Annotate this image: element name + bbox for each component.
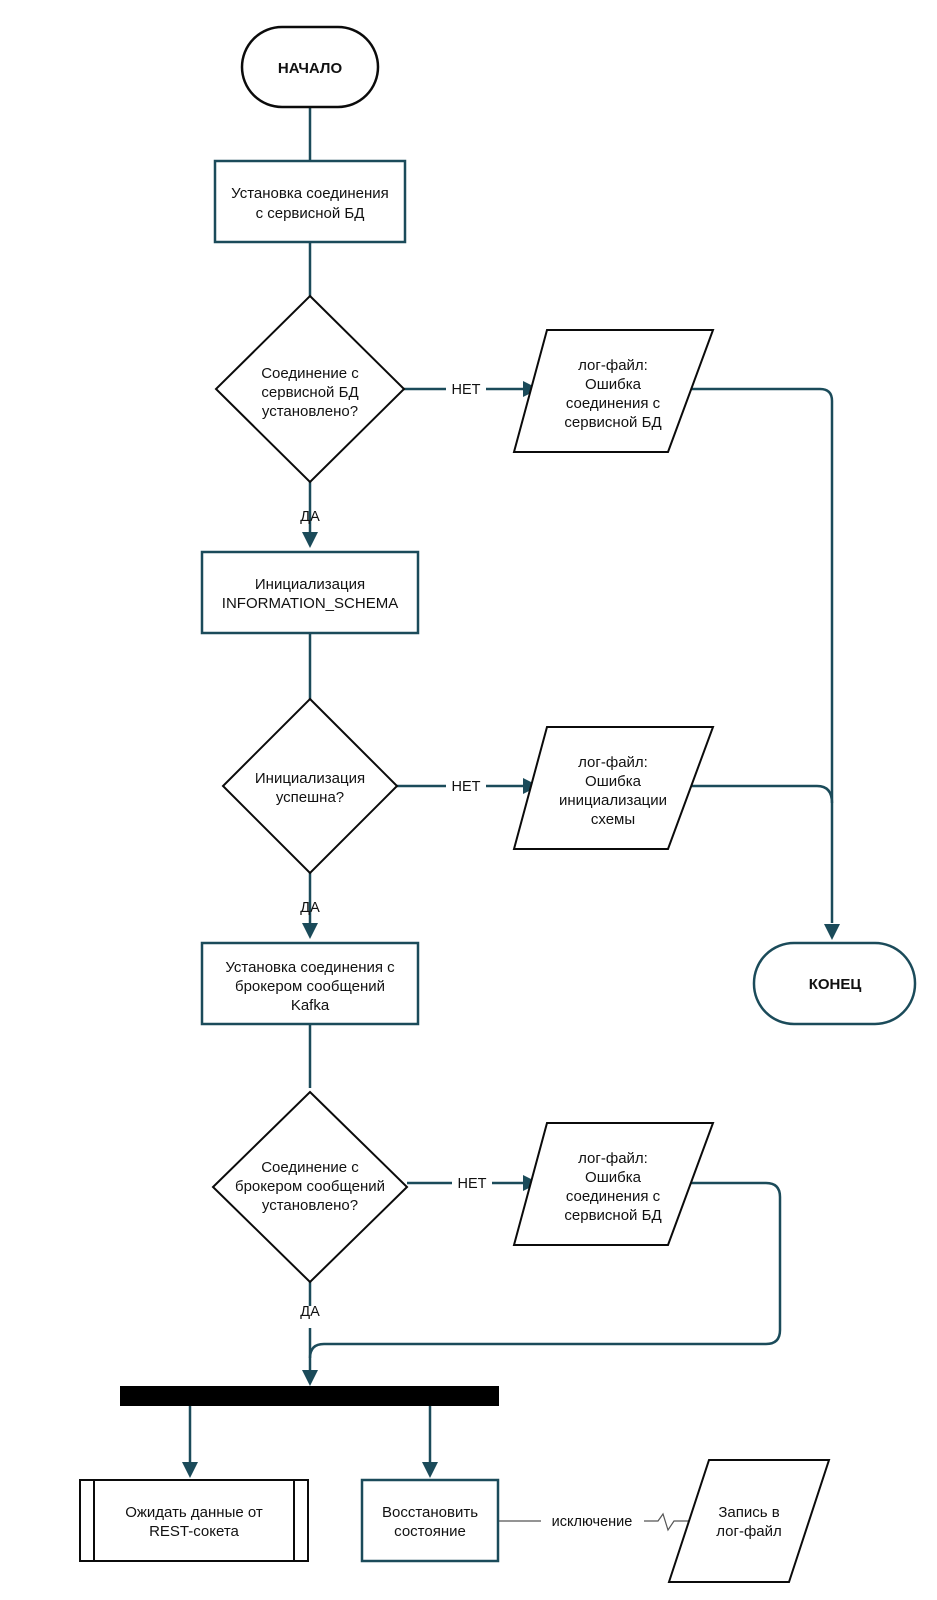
arrow-head — [182, 1462, 198, 1478]
end-terminator — [752, 941, 917, 1026]
decision-db-connected-line1: Соединение с — [261, 365, 359, 382]
decision-init-ok-line1: Инициализация — [255, 770, 365, 787]
log-kafka-error-line3: соединения с — [566, 1188, 661, 1205]
log-db-error-line1: лог-файл: — [578, 357, 648, 374]
start-label: НАЧАЛО — [278, 60, 343, 77]
process-connect-kafka-line1: Установка соединения с — [225, 959, 395, 976]
process-connect-kafka-line2: брокером сообщений — [235, 978, 385, 995]
edge-label-no: НЕТ — [452, 382, 481, 398]
log-db-error-line3: соединения с — [566, 395, 661, 412]
subprocess-wait-rest — [79, 1479, 309, 1562]
end-label: КОНЕЦ — [809, 976, 862, 993]
process-connect-db — [213, 159, 407, 244]
process-connect-kafka-line3: Kafka — [291, 997, 330, 1014]
process-connect-db-line1: Установка соединения — [231, 185, 389, 202]
decision-init-ok-line2: успешна? — [276, 789, 344, 806]
arrow-head — [302, 1370, 318, 1386]
decision-db-connected-line2: сервисной БД — [261, 384, 358, 401]
fork-bar — [120, 1386, 499, 1406]
edge-label-yes: ДА — [300, 900, 320, 916]
process-restore-state-line2: состояние — [394, 1523, 466, 1540]
arrow-head — [302, 532, 318, 548]
log-init-error-line3: инициализации — [559, 792, 667, 809]
decision-kafka-connected-line3: установлено? — [262, 1197, 358, 1214]
subprocess-wait-rest-line2: REST-сокета — [149, 1523, 239, 1540]
io-write-log — [667, 1459, 831, 1583]
process-init-schema — [200, 550, 420, 635]
edge-label-yes: ДА — [300, 509, 320, 525]
log-init-error — [512, 726, 715, 850]
log-kafka-error-line4: сервисной БД — [564, 1207, 661, 1224]
log-db-error-line4: сервисной БД — [564, 414, 661, 431]
edge-label-no: НЕТ — [452, 779, 481, 795]
process-restore-state — [360, 1478, 500, 1563]
process-init-schema-line1: Инициализация — [255, 576, 365, 593]
process-connect-kafka — [200, 941, 420, 1026]
process-init-schema-line2: INFORMATION_SCHEMA — [222, 595, 398, 612]
edge-log-kafka-to-fork — [308, 1181, 782, 1359]
decision-kafka-connected — [211, 1090, 409, 1284]
io-write-log-line1: Запись в — [718, 1504, 779, 1521]
arrow-head — [422, 1462, 438, 1478]
edge-label-exception: исключение — [552, 1514, 633, 1530]
log-kafka-error-line2: Ошибка — [585, 1169, 642, 1186]
io-write-log-line2: лог-файл — [716, 1523, 782, 1540]
edge-label-yes: ДА — [300, 1304, 320, 1320]
decision-init-ok — [221, 697, 399, 875]
edge-log-init-to-end — [683, 784, 834, 804]
arrow-head — [302, 923, 318, 939]
log-kafka-error-line1: лог-файл: — [578, 1150, 648, 1167]
decision-db-connected-line3: установлено? — [262, 403, 358, 420]
process-connect-db-line2: с сервисной БД — [256, 205, 365, 222]
log-db-error — [512, 329, 715, 453]
arrow-head — [824, 924, 840, 940]
decision-db-connected — [214, 294, 406, 484]
log-kafka-error — [512, 1122, 715, 1246]
decision-kafka-connected-line1: Соединение с — [261, 1159, 359, 1176]
log-db-error-line2: Ошибка — [585, 376, 642, 393]
start-terminator — [240, 25, 380, 109]
edge-exception-zigzag — [644, 1512, 690, 1532]
subprocess-wait-rest-line1: Ожидать данные от — [125, 1504, 263, 1521]
decision-kafka-connected-line2: брокером сообщений — [235, 1178, 385, 1195]
log-init-error-line1: лог-файл: — [578, 754, 648, 771]
process-restore-state-line1: Восстановить — [382, 1504, 478, 1521]
edge-label-no: НЕТ — [458, 1176, 487, 1192]
edge-log-db-to-end — [683, 387, 834, 923]
log-init-error-line4: схемы — [591, 811, 635, 828]
log-init-error-line2: Ошибка — [585, 773, 642, 790]
